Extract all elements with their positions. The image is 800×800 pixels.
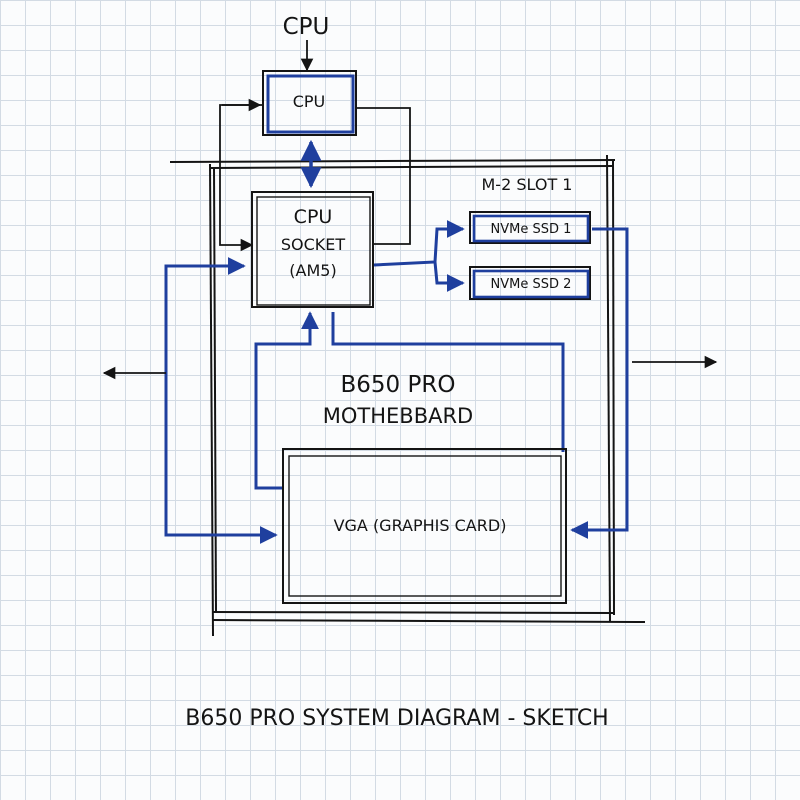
board-label-line2: MOTHEBBARD — [323, 404, 473, 428]
socket-vga-loop — [331, 312, 565, 452]
cpu-right-loop — [357, 107, 411, 245]
cpu-top-label: CPU — [283, 14, 330, 40]
board-label-line1: B650 PRO — [341, 372, 456, 398]
cpu-box-label: CPU — [293, 92, 326, 111]
diagram-caption: B650 PRO SYSTEM DIAGRAM - SKETCH — [185, 706, 608, 731]
socket-label-line2: SOCKET — [281, 235, 346, 254]
nvme-vga-link — [570, 227, 629, 539]
vga-socket-loop — [254, 311, 319, 490]
socket-label-line3: (AM5) — [289, 261, 336, 280]
nvme-ssd-1-box — [469, 211, 591, 244]
cpu-socket-box — [251, 191, 374, 308]
socket-nvme2-link — [433, 261, 465, 292]
socket-nvme-link — [373, 220, 465, 267]
nvme1-label: NVMe SSD 1 — [491, 222, 572, 237]
nvme-ssd-2-box — [469, 266, 591, 300]
vga-label: VGA (GRAPHIS CARD) — [334, 516, 507, 535]
cpu-left-loop — [219, 104, 262, 252]
socket-label-line1: CPU — [294, 206, 333, 228]
nvme2-label: NVMe SSD 2 — [491, 277, 572, 292]
m2-slot-label: M-2 SLOT 1 — [482, 175, 573, 194]
motherboard-frame — [169, 154, 646, 637]
vga-box — [282, 448, 567, 604]
